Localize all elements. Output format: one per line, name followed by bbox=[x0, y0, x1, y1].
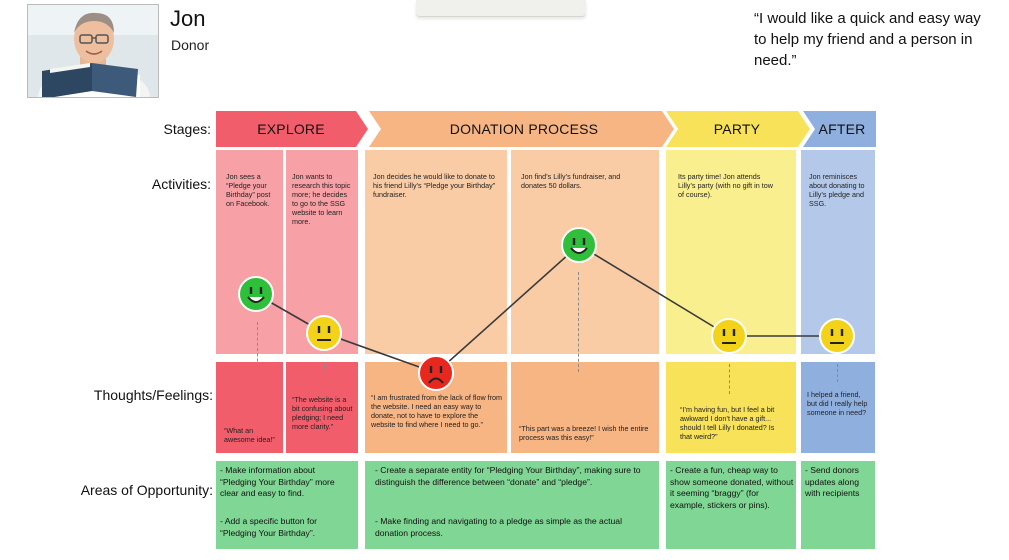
stage-label-party: PARTY bbox=[713, 121, 761, 137]
neutral-face-icon bbox=[819, 318, 855, 354]
neutral-face-icon bbox=[711, 318, 747, 354]
stage-label-donation: DONATION PROCESS bbox=[449, 121, 599, 137]
stage-label-after: AFTER bbox=[818, 121, 866, 137]
thought-cell: “I’m having fun, but I feel a bit awkwar… bbox=[666, 362, 796, 453]
thought-text: “This part was a breeze! I wish the enti… bbox=[519, 424, 649, 442]
activity-text: Jon sees a “Pledge your Birthday” post o… bbox=[226, 172, 271, 208]
thought-cell: “What an awesome idea!” bbox=[216, 362, 283, 453]
thought-cell: I helped a friend, but did I really help… bbox=[801, 362, 875, 453]
persona-avatar bbox=[27, 4, 159, 98]
dashed-guide bbox=[324, 364, 325, 372]
thought-cell: “The website is a bit confusing about pl… bbox=[286, 362, 358, 453]
activity-text: Jon find’s Lilly’s fundraiser, and donat… bbox=[521, 172, 621, 190]
happy-face-icon bbox=[561, 227, 597, 263]
thought-text: “I’m having fun, but I feel a bit awkwar… bbox=[680, 405, 775, 441]
thought-cell: “This part was a breeze! I wish the enti… bbox=[511, 362, 659, 453]
dashed-guide bbox=[578, 272, 579, 372]
thought-text: “I am frustrated from the lack of flow f… bbox=[371, 393, 503, 429]
row-label-opportunity: Areas of Opportunity: bbox=[80, 482, 213, 498]
opportunity-cell: - Create a fun, cheap way to show someon… bbox=[666, 461, 796, 549]
paper-edge-decoration bbox=[416, 0, 586, 17]
thought-text: “The website is a bit confusing about pl… bbox=[292, 395, 353, 431]
opportunity-text: - Add a specific button for “Pledging Yo… bbox=[220, 516, 317, 538]
row-label-activities: Activities: bbox=[151, 176, 211, 192]
activity-text: Jon reminisces about donating to Lilly’s… bbox=[809, 172, 865, 208]
emotion-line bbox=[255, 244, 837, 374]
opportunity-text: - Create a fun, cheap way to show someon… bbox=[670, 465, 794, 510]
sad-face-icon bbox=[418, 355, 454, 391]
stage-arrow-party bbox=[666, 111, 810, 147]
opportunity-text: - Make finding and navigating to a pledg… bbox=[375, 516, 622, 538]
persona-quote: “I would like a quick and easy way to he… bbox=[754, 10, 981, 69]
person-reading-icon bbox=[28, 5, 158, 97]
opportunity-text: - Create a separate entity for “Pledging… bbox=[375, 465, 641, 487]
opportunity-cell: - Make information about “Pledging Your … bbox=[216, 461, 358, 549]
stage-arrow-explore bbox=[216, 111, 368, 147]
activity-text: Jon wants to research this topic more; h… bbox=[292, 172, 351, 226]
persona-name: Jon bbox=[170, 6, 206, 31]
persona-role: Donor bbox=[171, 37, 210, 53]
activity-text: Jon decides he would like to donate to h… bbox=[373, 172, 496, 199]
activity-text: Its party time! Jon attends Lilly’s part… bbox=[678, 172, 773, 199]
dashed-guide bbox=[729, 364, 730, 394]
stage-arrow-after bbox=[803, 111, 876, 147]
opportunity-text: - Send donors updates along with recipie… bbox=[805, 465, 860, 498]
stage-label-explore: EXPLORE bbox=[257, 121, 325, 137]
thought-text: I helped a friend, but did I really help… bbox=[807, 390, 868, 417]
activity-cell: Jon sees a “Pledge your Birthday” post o… bbox=[216, 150, 283, 354]
opportunity-cell: - Create a separate entity for “Pledging… bbox=[365, 461, 659, 549]
activity-cell: Jon decides he would like to donate to h… bbox=[365, 150, 507, 354]
happy-face-icon bbox=[238, 276, 274, 312]
row-label-stages: Stages: bbox=[163, 121, 211, 137]
dashed-guide bbox=[837, 364, 838, 382]
stage-arrows bbox=[216, 111, 876, 147]
neutral-face-icon bbox=[306, 315, 342, 351]
opportunity-text: - Make information about “Pledging Your … bbox=[220, 465, 335, 498]
thought-text: “What an awesome idea!” bbox=[224, 426, 275, 444]
stage-arrow-donation bbox=[369, 111, 674, 147]
row-label-thoughts: Thoughts/Feelings: bbox=[93, 387, 213, 403]
dashed-guide bbox=[257, 322, 258, 372]
opportunity-cell: - Send donors updates along with recipie… bbox=[801, 461, 875, 549]
